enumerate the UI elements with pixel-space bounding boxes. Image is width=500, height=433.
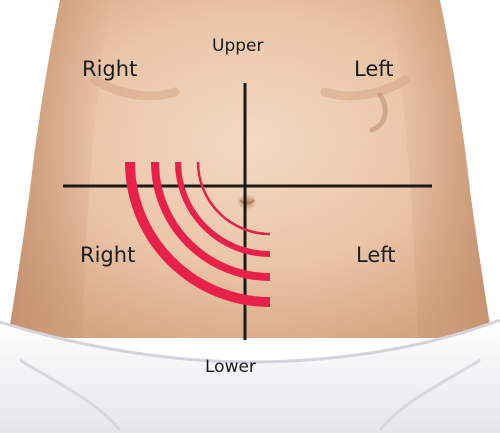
pain-arc-inner [196,161,271,236]
torso-right-shading [390,0,492,338]
torso-skin [8,0,492,338]
navel-crease [239,199,255,205]
lower-right-quadrant-label: Right [80,243,136,267]
pain-radiation-arcs [125,161,271,307]
garment-waistband-shadow [0,318,500,364]
pain-arc-third [175,161,271,257]
pain-arc-second [151,161,271,281]
garment-fold-left [19,358,122,431]
upper-right-quadrant-label: Right [82,57,138,81]
navel [237,194,257,210]
upper-label: Upper [212,36,264,56]
garment-fold-right [378,358,481,431]
rib-contour-left [320,75,410,101]
torso-left-shading [8,0,110,338]
lower-label: Lower [205,357,256,377]
upper-left-quadrant-label: Left [354,57,394,81]
lower-left-quadrant-label: Left [356,243,396,267]
rib-contour-right [90,75,180,101]
garment [0,320,500,433]
flank-crease-left [369,92,388,133]
pain-arc-outer [125,161,271,307]
